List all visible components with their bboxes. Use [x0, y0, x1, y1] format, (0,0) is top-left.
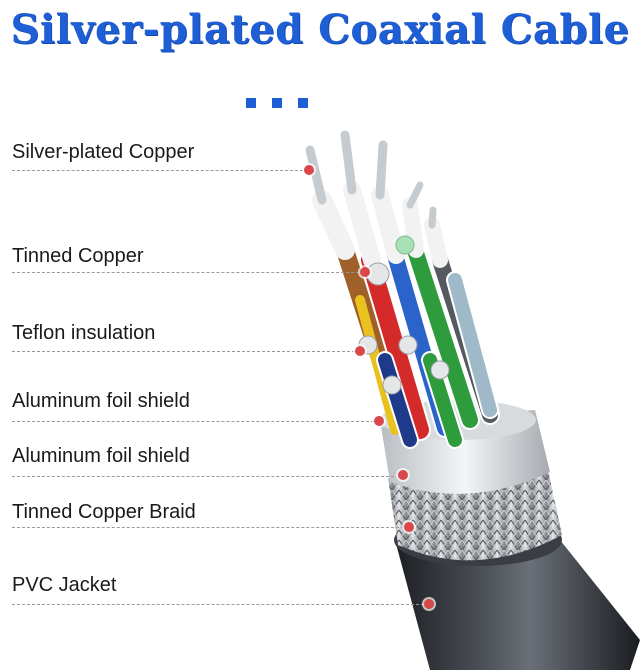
label-aluminum-foil-shield: Aluminum foil shield: [12, 390, 190, 412]
marker-dot: [304, 165, 314, 175]
leader-line: [12, 527, 404, 528]
diagram-title: Silver-plated Coaxial Cable: [10, 6, 630, 53]
marker-dot: [404, 522, 414, 532]
title-dots: [246, 95, 324, 113]
label-aluminum-foil-shield-2: Aluminum foil shield: [12, 445, 190, 467]
leader-line: [12, 351, 355, 352]
label-teflon-insulation: Teflon insulation: [12, 322, 156, 344]
marker-dot: [424, 599, 434, 609]
label-pvc-jacket: PVC Jacket: [12, 574, 117, 596]
leader-line: [12, 604, 424, 605]
marker-dot: [398, 470, 408, 480]
leader-line: [12, 170, 308, 171]
leader-line: [12, 421, 374, 422]
marker-dot: [360, 267, 370, 277]
label-silver-plated-copper: Silver-plated Copper: [12, 141, 195, 163]
leader-line: [12, 272, 364, 273]
marker-dot: [355, 346, 365, 356]
marker-dot: [374, 416, 384, 426]
label-tinned-copper: Tinned Copper: [12, 245, 144, 267]
label-tinned-copper-braid: Tinned Copper Braid: [12, 501, 196, 523]
leader-line: [12, 476, 394, 477]
